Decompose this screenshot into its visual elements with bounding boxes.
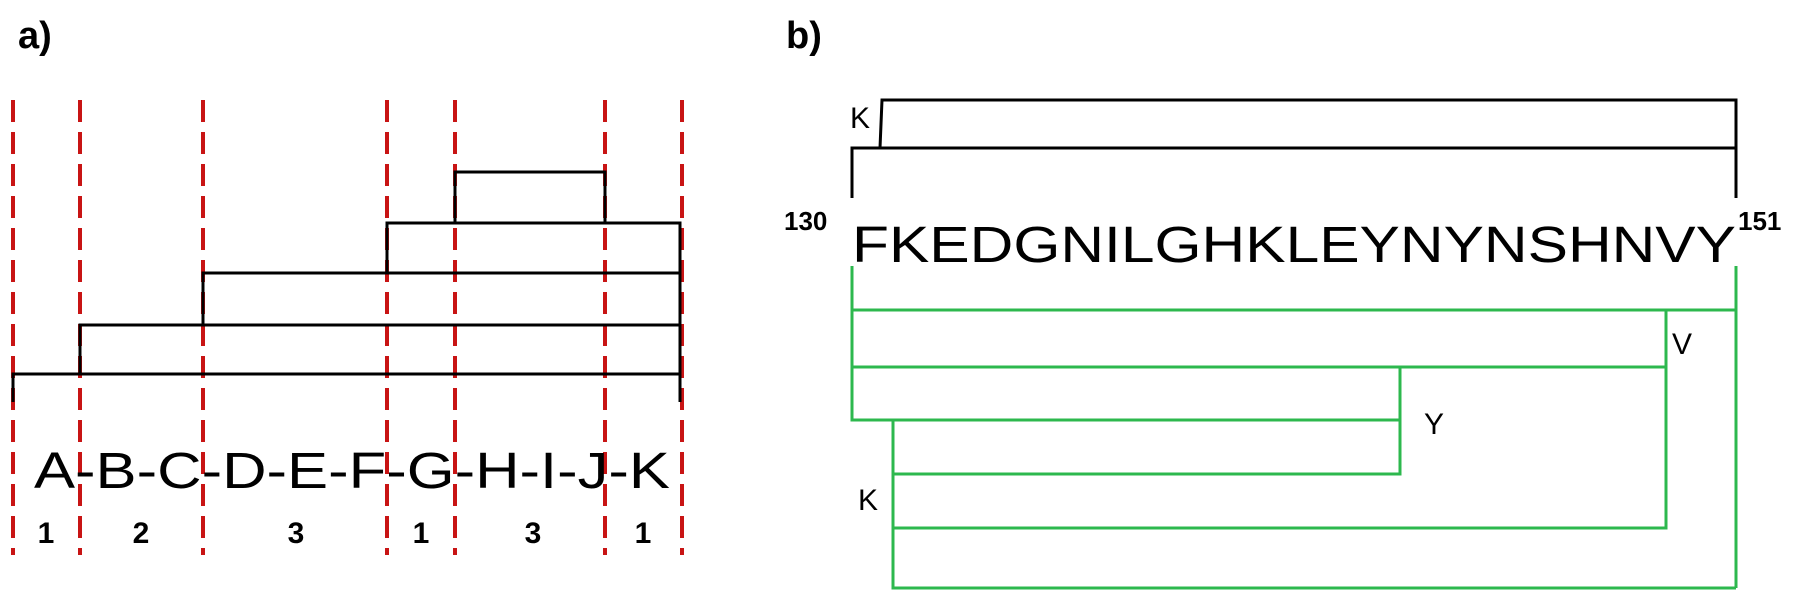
bracket-level-5 — [453, 170, 607, 223]
green-bracket-y — [850, 367, 1402, 422]
segment-count: 3 — [525, 517, 542, 550]
panel-b-label: b) — [786, 15, 822, 57]
segment-count: 2 — [133, 517, 150, 550]
segment-count: 1 — [635, 517, 652, 550]
green-bracket-k-inner — [891, 420, 1402, 476]
green-bracket-label-y: Y — [1424, 408, 1444, 441]
segment-counts: 1 2 3 1 3 1 — [38, 517, 652, 550]
bracket-level-1 — [11, 372, 682, 402]
bracket-tree — [11, 170, 682, 402]
bracket-level-2 — [78, 323, 682, 374]
green-bracket-k-middle — [891, 367, 1668, 530]
black-crosslink: K — [850, 98, 1738, 198]
segment-count: 3 — [288, 517, 305, 550]
black-bracket-inner — [878, 98, 1738, 149]
start-residue-number: 130 — [784, 206, 827, 236]
green-crosslinks: V Y K — [850, 266, 1738, 590]
black-bracket-label: K — [850, 102, 870, 135]
green-bracket-v — [850, 310, 1668, 369]
segment-count: 1 — [38, 517, 55, 550]
black-bracket-outer — [850, 146, 1738, 198]
green-bracket-label-k: K — [858, 484, 878, 517]
segment-sequence: A-B-C-D-E-F-G-H-I-J-K — [34, 442, 670, 499]
panel-a: a) A-B-C-D-E-F-G-H-I-J-K 1 2 3 1 3 1 — [11, 15, 684, 555]
bracket-level-3 — [201, 271, 682, 325]
bracket-level-4 — [385, 221, 682, 273]
panel-a-label: a) — [18, 15, 52, 57]
panel-b: b) K 130 FKEDGNILGHKLEYNYNSHNVY 151 V Y … — [784, 15, 1781, 590]
green-bracket-top — [850, 266, 1738, 312]
green-bracket-k-outer — [891, 528, 1736, 590]
segment-count: 1 — [413, 517, 430, 550]
green-bracket-label-v: V — [1672, 328, 1692, 361]
end-residue-number: 151 — [1738, 206, 1781, 236]
peptide-sequence: FKEDGNILGHKLEYNYNSHNVY — [852, 216, 1736, 273]
